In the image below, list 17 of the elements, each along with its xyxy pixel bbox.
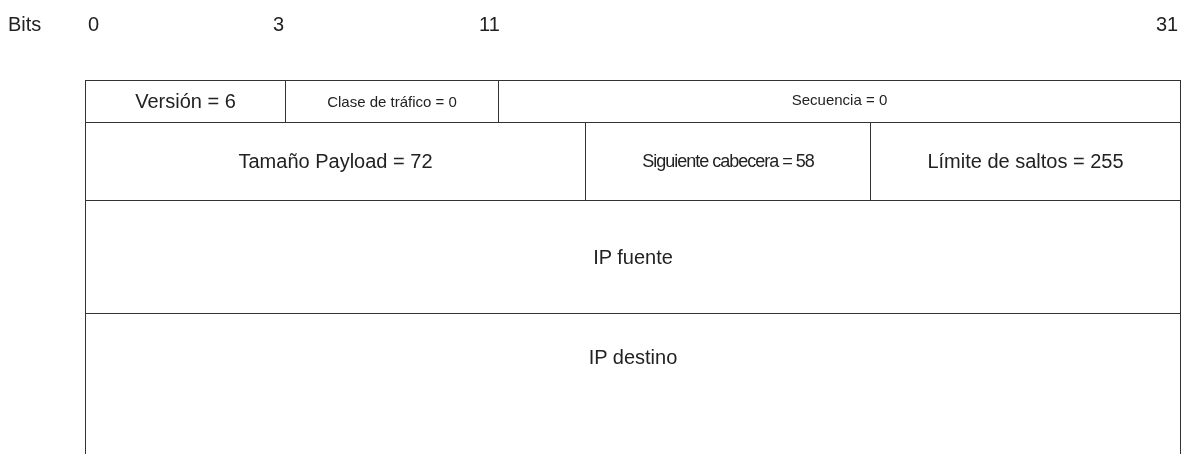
field-label: IP fuente: [593, 245, 673, 269]
header-field: [498, 80, 1181, 123]
header-field: [85, 80, 286, 123]
header-field: [85, 313, 1181, 454]
field-label: Clase de tráfico = 0: [327, 93, 457, 110]
bit-number: 3: [273, 13, 285, 36]
bit-number: 11: [479, 13, 500, 36]
bits-label: Bits: [8, 13, 42, 36]
field-label: Versión = 6: [135, 90, 236, 113]
field-label: Siguiente cabecera = 58: [642, 151, 814, 172]
bit-number: 31: [1156, 13, 1179, 36]
header-field: [85, 200, 1181, 314]
field-label: Límite de saltos = 255: [927, 150, 1124, 173]
bit-number: 0: [88, 13, 100, 36]
field-label: Tamaño Payload = 72: [238, 150, 433, 173]
field-label: Secuencia = 0: [791, 91, 888, 108]
field-label: IP destino: [588, 346, 678, 369]
